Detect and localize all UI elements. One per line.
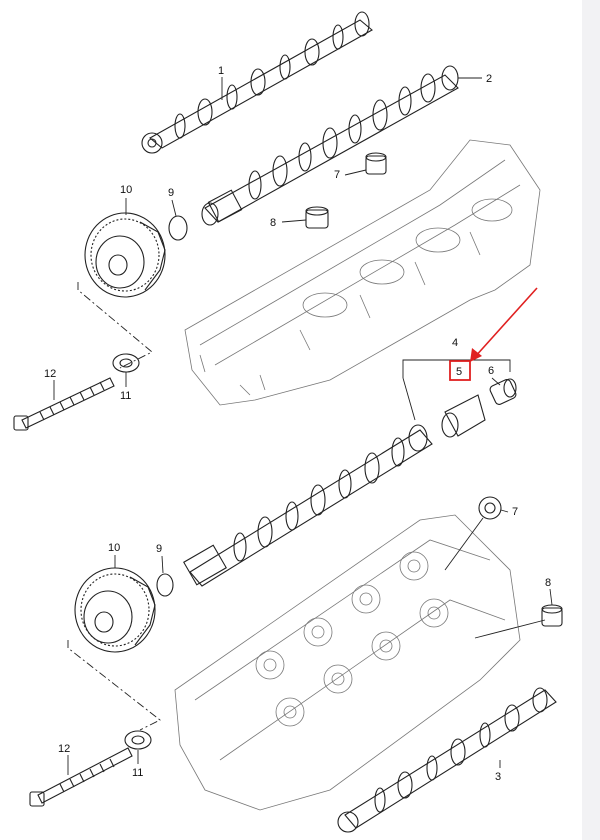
cylinder-head-lower <box>174 514 521 811</box>
bolt-12-lower <box>29 747 133 807</box>
callout-9-upper: 9 <box>168 187 174 199</box>
leader-lines <box>53 77 553 775</box>
leader-7-lower <box>444 517 484 571</box>
highlight-box <box>449 360 471 381</box>
callout-7-upper: 7 <box>334 169 340 181</box>
camshaft-3 <box>337 687 557 833</box>
washer-11-lower <box>124 730 152 750</box>
camshaft-1 <box>141 11 373 154</box>
highlight-annotation <box>449 287 538 381</box>
tappet-8-lower <box>541 604 563 627</box>
callout-7-lower: 7 <box>512 506 518 518</box>
callout-10-lower: 10 <box>108 542 120 554</box>
callout-1: 1 <box>218 65 224 77</box>
callout-10-upper: 10 <box>120 184 132 196</box>
callout-3: 3 <box>495 771 501 783</box>
camshaft-4 <box>183 424 433 587</box>
highlight-arrow <box>473 287 538 359</box>
callout-9-lower: 9 <box>156 543 162 555</box>
callout-8-upper: 8 <box>270 217 276 229</box>
highlight-arrowhead <box>470 348 482 362</box>
cylinder-head-upper <box>184 139 541 406</box>
callout-6: 6 <box>488 365 494 377</box>
callout-labels: 1 2 7 10 9 8 12 11 4 5 6 7 10 9 8 12 11 … <box>44 65 551 783</box>
callout-11-lower: 11 <box>132 767 143 779</box>
page-side-margin <box>582 0 600 840</box>
o-ring-9-lower <box>156 573 174 597</box>
tappet-8-upper <box>305 206 329 229</box>
seal-6 <box>489 378 517 405</box>
callout-5: 5 <box>456 366 462 378</box>
callout-4: 4 <box>452 337 458 349</box>
callout-bracket-4 <box>402 359 511 378</box>
cam-adjuster-10-upper <box>84 212 166 298</box>
tappet-7-lower <box>478 496 502 520</box>
tappet-7-upper <box>365 152 387 175</box>
camshaft-2 <box>201 65 459 226</box>
leader-8-lower <box>474 619 546 639</box>
o-ring-9-upper <box>168 215 188 241</box>
callout-2: 2 <box>486 73 492 85</box>
bolt-12-upper <box>13 377 115 431</box>
washer-11-upper <box>112 353 140 373</box>
callout-11-upper: 11 <box>120 390 131 402</box>
callout-12-lower: 12 <box>58 743 70 755</box>
callout-8-lower: 8 <box>545 577 551 589</box>
cam-adjuster-10-lower <box>74 567 156 653</box>
callout-12-upper: 12 <box>44 368 56 380</box>
solenoid-5 <box>441 394 486 438</box>
